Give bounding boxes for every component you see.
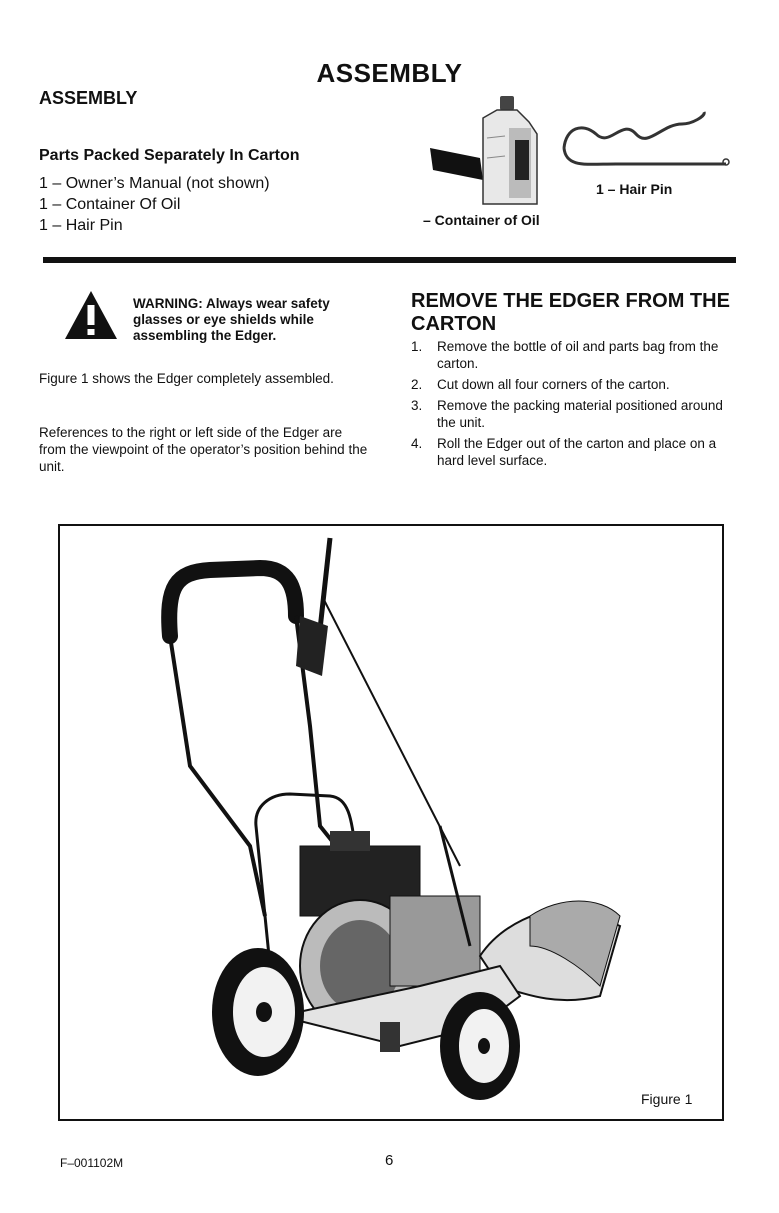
parts-item: 1 – Hair Pin [39, 217, 123, 234]
parts-list: 1 – Owner’s Manual (not shown) 1 – Conta… [39, 173, 270, 236]
page-number: 6 [385, 1152, 394, 1169]
edger-illustration [161, 537, 622, 1100]
hair-pin-caption: 1 – Hair Pin [596, 181, 673, 197]
remove-heading: REMOVE THE EDGER FROM THE CARTON [411, 290, 730, 335]
page-title: ASSEMBLY [316, 58, 463, 88]
section-divider [43, 257, 736, 263]
step-number: 3. [411, 398, 423, 413]
parts-item: 1 – Owner’s Manual (not shown) [39, 175, 270, 192]
oil-caption: – Container of Oil [423, 212, 540, 228]
intro-paragraph: References to the right or left side of … [39, 425, 368, 474]
warning-triangle-icon [65, 291, 117, 339]
step-text: Remove the packing material positioned a… [437, 398, 723, 430]
parts-item: 1 – Container Of Oil [39, 196, 181, 213]
step-number: 2. [411, 377, 423, 392]
parts-heading: Parts Packed Separately In Carton [39, 147, 300, 164]
step-item: 2. Cut down all four corners of the carto… [411, 376, 741, 393]
section-title: ASSEMBLY [39, 88, 138, 108]
step-text: Cut down all four corners of the carton. [437, 377, 670, 392]
step-item: 4. Roll the Edger out of the carton and p… [411, 435, 741, 469]
oil-container-illustration [430, 96, 538, 205]
figure-caption: Figure 1 [641, 1091, 693, 1107]
remove-steps: 1. Remove the bottle of oil and parts bag… [411, 338, 741, 473]
step-number: 1. [411, 339, 423, 354]
step-item: 1. Remove the bottle of oil and parts bag… [411, 338, 741, 372]
step-number: 4. [411, 436, 423, 451]
hair-pin-illustration [562, 111, 730, 166]
figure-box [58, 524, 724, 1121]
intro-paragraph: Figure 1 shows the Edger completely asse… [39, 371, 334, 386]
document-code: F–001102M [60, 1156, 124, 1170]
warning-text: WARNING: Always wear safety glasses or e… [133, 296, 330, 343]
step-item: 3. Remove the packing material positioned… [411, 397, 741, 431]
step-text: Remove the bottle of oil and parts bag f… [437, 339, 719, 371]
step-text: Roll the Edger out of the carton and pla… [437, 436, 717, 468]
